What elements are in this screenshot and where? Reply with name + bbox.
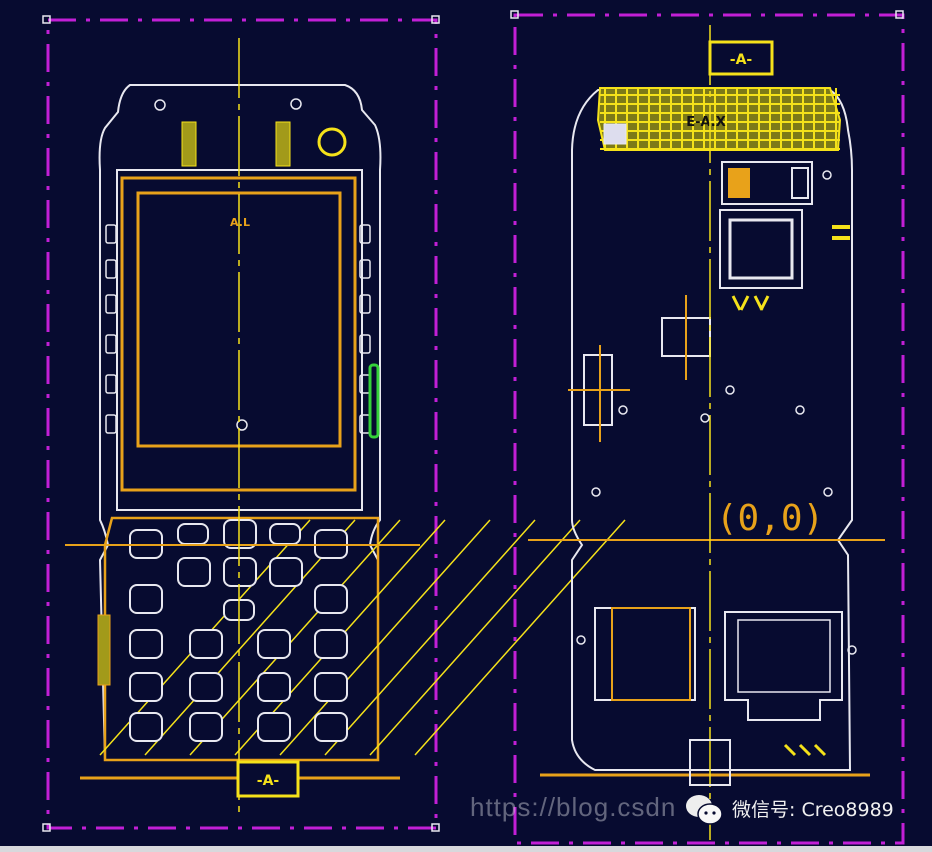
keypad-outline xyxy=(103,516,380,762)
hatch-line xyxy=(414,519,626,756)
side-tab xyxy=(105,414,117,434)
mesh-grid xyxy=(600,88,840,150)
keypad-key xyxy=(189,712,223,742)
component-top xyxy=(721,161,813,205)
keypad-key xyxy=(129,672,163,702)
wechat-icon xyxy=(686,795,723,825)
mounting-hole xyxy=(847,645,857,655)
side-hatched-pad xyxy=(97,614,111,686)
speaker-slot-right xyxy=(275,121,291,167)
right-phone-outline xyxy=(571,89,853,771)
screen-mark: A.L xyxy=(230,216,250,229)
right-frame xyxy=(513,13,905,845)
left-frame xyxy=(46,18,438,830)
keypad-key xyxy=(269,523,301,545)
keypad-key xyxy=(314,584,348,614)
side-key-green xyxy=(368,363,380,439)
mounting-hole xyxy=(795,405,805,415)
watermark-url: https://blog.csdn xyxy=(470,792,677,822)
sim-slot xyxy=(594,607,696,701)
keypad-key xyxy=(257,629,291,659)
watermark-account: 微信号: Creo8989 xyxy=(732,799,894,821)
hatch-line xyxy=(279,519,491,756)
hatch-line xyxy=(369,519,581,756)
corner-square xyxy=(603,123,627,145)
keypad-key xyxy=(223,557,257,587)
mounting-hole xyxy=(823,487,833,497)
keypad-key xyxy=(129,712,163,742)
keypad-key xyxy=(314,712,348,742)
bottom-connector xyxy=(689,739,731,786)
side-tab xyxy=(105,334,117,354)
hatch-line xyxy=(144,519,356,756)
mounting-hole xyxy=(725,385,735,395)
side-tabs xyxy=(105,224,371,434)
origin-label: (0,0) xyxy=(716,498,824,539)
receiver-circle xyxy=(317,127,347,157)
bottom-bar xyxy=(0,846,932,852)
keypad-key xyxy=(223,519,257,549)
mounting-hole xyxy=(591,487,601,497)
side-tab xyxy=(359,294,371,314)
mounting-hole xyxy=(576,635,586,645)
keypad-key xyxy=(177,523,209,545)
keypad-key xyxy=(129,584,163,614)
side-tab xyxy=(359,259,371,279)
side-tab xyxy=(105,374,117,394)
keypad-key xyxy=(189,672,223,702)
keypad-key xyxy=(257,672,291,702)
keypad-key xyxy=(314,629,348,659)
component-pad xyxy=(728,168,750,198)
top-mark: E-A.X xyxy=(686,115,726,130)
side-tab xyxy=(105,294,117,314)
keypad-key xyxy=(189,629,223,659)
left-datum-label: -A- xyxy=(257,773,280,789)
side-tab xyxy=(359,334,371,354)
right-phone-back-view: E-A.X -A- (0,0) xyxy=(528,25,885,840)
keypad-key xyxy=(177,557,211,587)
keypad-hatch xyxy=(99,519,626,756)
hatch-line xyxy=(189,519,401,756)
chip-outer xyxy=(719,209,803,289)
keypad-key xyxy=(269,557,303,587)
left-phone-front-view: -A- A.L xyxy=(65,38,626,815)
display-panel xyxy=(120,176,357,492)
side-tab xyxy=(105,259,117,279)
chip-inner xyxy=(728,218,794,280)
mounting-hole xyxy=(618,405,628,415)
mounting-hole xyxy=(700,413,710,423)
card-slot xyxy=(724,611,843,721)
keypad-key xyxy=(129,629,163,659)
frame-corner-markers xyxy=(42,10,904,832)
mounting-hole xyxy=(822,170,832,180)
side-tab xyxy=(359,224,371,244)
right-datum-label: -A- xyxy=(730,52,753,68)
keypad-key xyxy=(314,672,348,702)
side-tab xyxy=(105,224,117,244)
left-datum-box[interactable] xyxy=(236,760,300,798)
speaker-slot-left xyxy=(181,121,197,167)
hatch-line xyxy=(324,519,536,756)
frame-boundaries xyxy=(46,13,905,845)
keypad-key xyxy=(257,712,291,742)
